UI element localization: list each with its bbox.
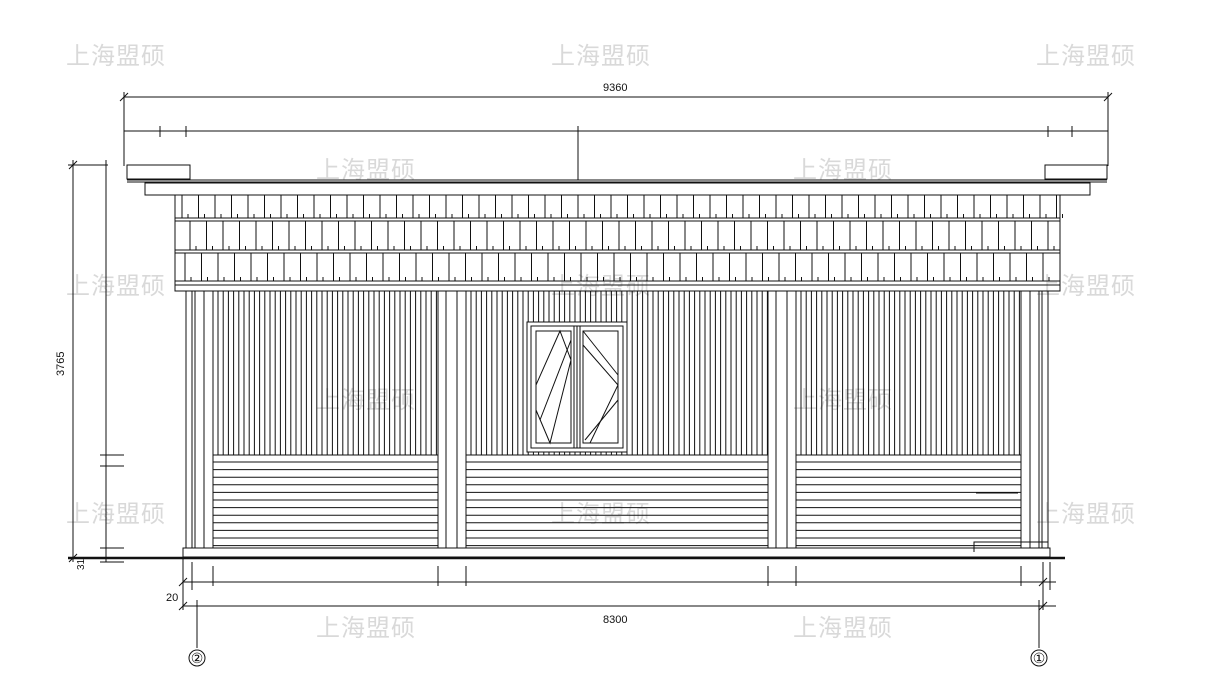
top-dimension xyxy=(119,92,1113,180)
roof-corner-block-left xyxy=(126,164,191,180)
axis-bubble-right xyxy=(1030,649,1048,667)
watermark: 上海盟硕 xyxy=(316,615,416,642)
ground-line xyxy=(68,547,1065,560)
dim-axis-width: 8300 xyxy=(603,614,627,626)
watermark: 上海盟硕 xyxy=(551,501,651,528)
axis-bubble-left xyxy=(188,649,206,667)
axis-label-left: ② xyxy=(191,650,204,666)
watermark: 上海盟硕 xyxy=(66,501,166,528)
roof-corner-block-right xyxy=(1044,164,1108,180)
left-dimension xyxy=(68,160,124,563)
linework xyxy=(68,92,1113,667)
eave-board xyxy=(174,284,1061,292)
roof-shingles xyxy=(174,194,1063,286)
roof-fascia xyxy=(144,182,1091,196)
dim-overall-width: 9360 xyxy=(603,82,627,94)
watermark: 上海盟硕 xyxy=(66,43,166,70)
axis-label-right: ① xyxy=(1033,650,1046,666)
vertical-siding xyxy=(217,291,1020,455)
watermark: 上海盟硕 xyxy=(1036,501,1136,528)
bottom-dimension xyxy=(178,558,1056,648)
watermark: 上海盟硕 xyxy=(316,387,416,414)
horizontal-siding xyxy=(213,461,1021,547)
watermark: 上海盟硕 xyxy=(551,43,651,70)
dim-base-offset: 20 xyxy=(166,592,178,604)
dim-ground-small: 31 xyxy=(76,558,87,570)
watermark: 上海盟硕 xyxy=(66,273,166,300)
watermark: 上海盟硕 xyxy=(793,615,893,642)
watermark: 上海盟硕 xyxy=(1036,43,1136,70)
watermark: 上海盟硕 xyxy=(1036,273,1136,300)
dim-height: 3765 xyxy=(55,352,67,376)
window xyxy=(526,321,628,453)
